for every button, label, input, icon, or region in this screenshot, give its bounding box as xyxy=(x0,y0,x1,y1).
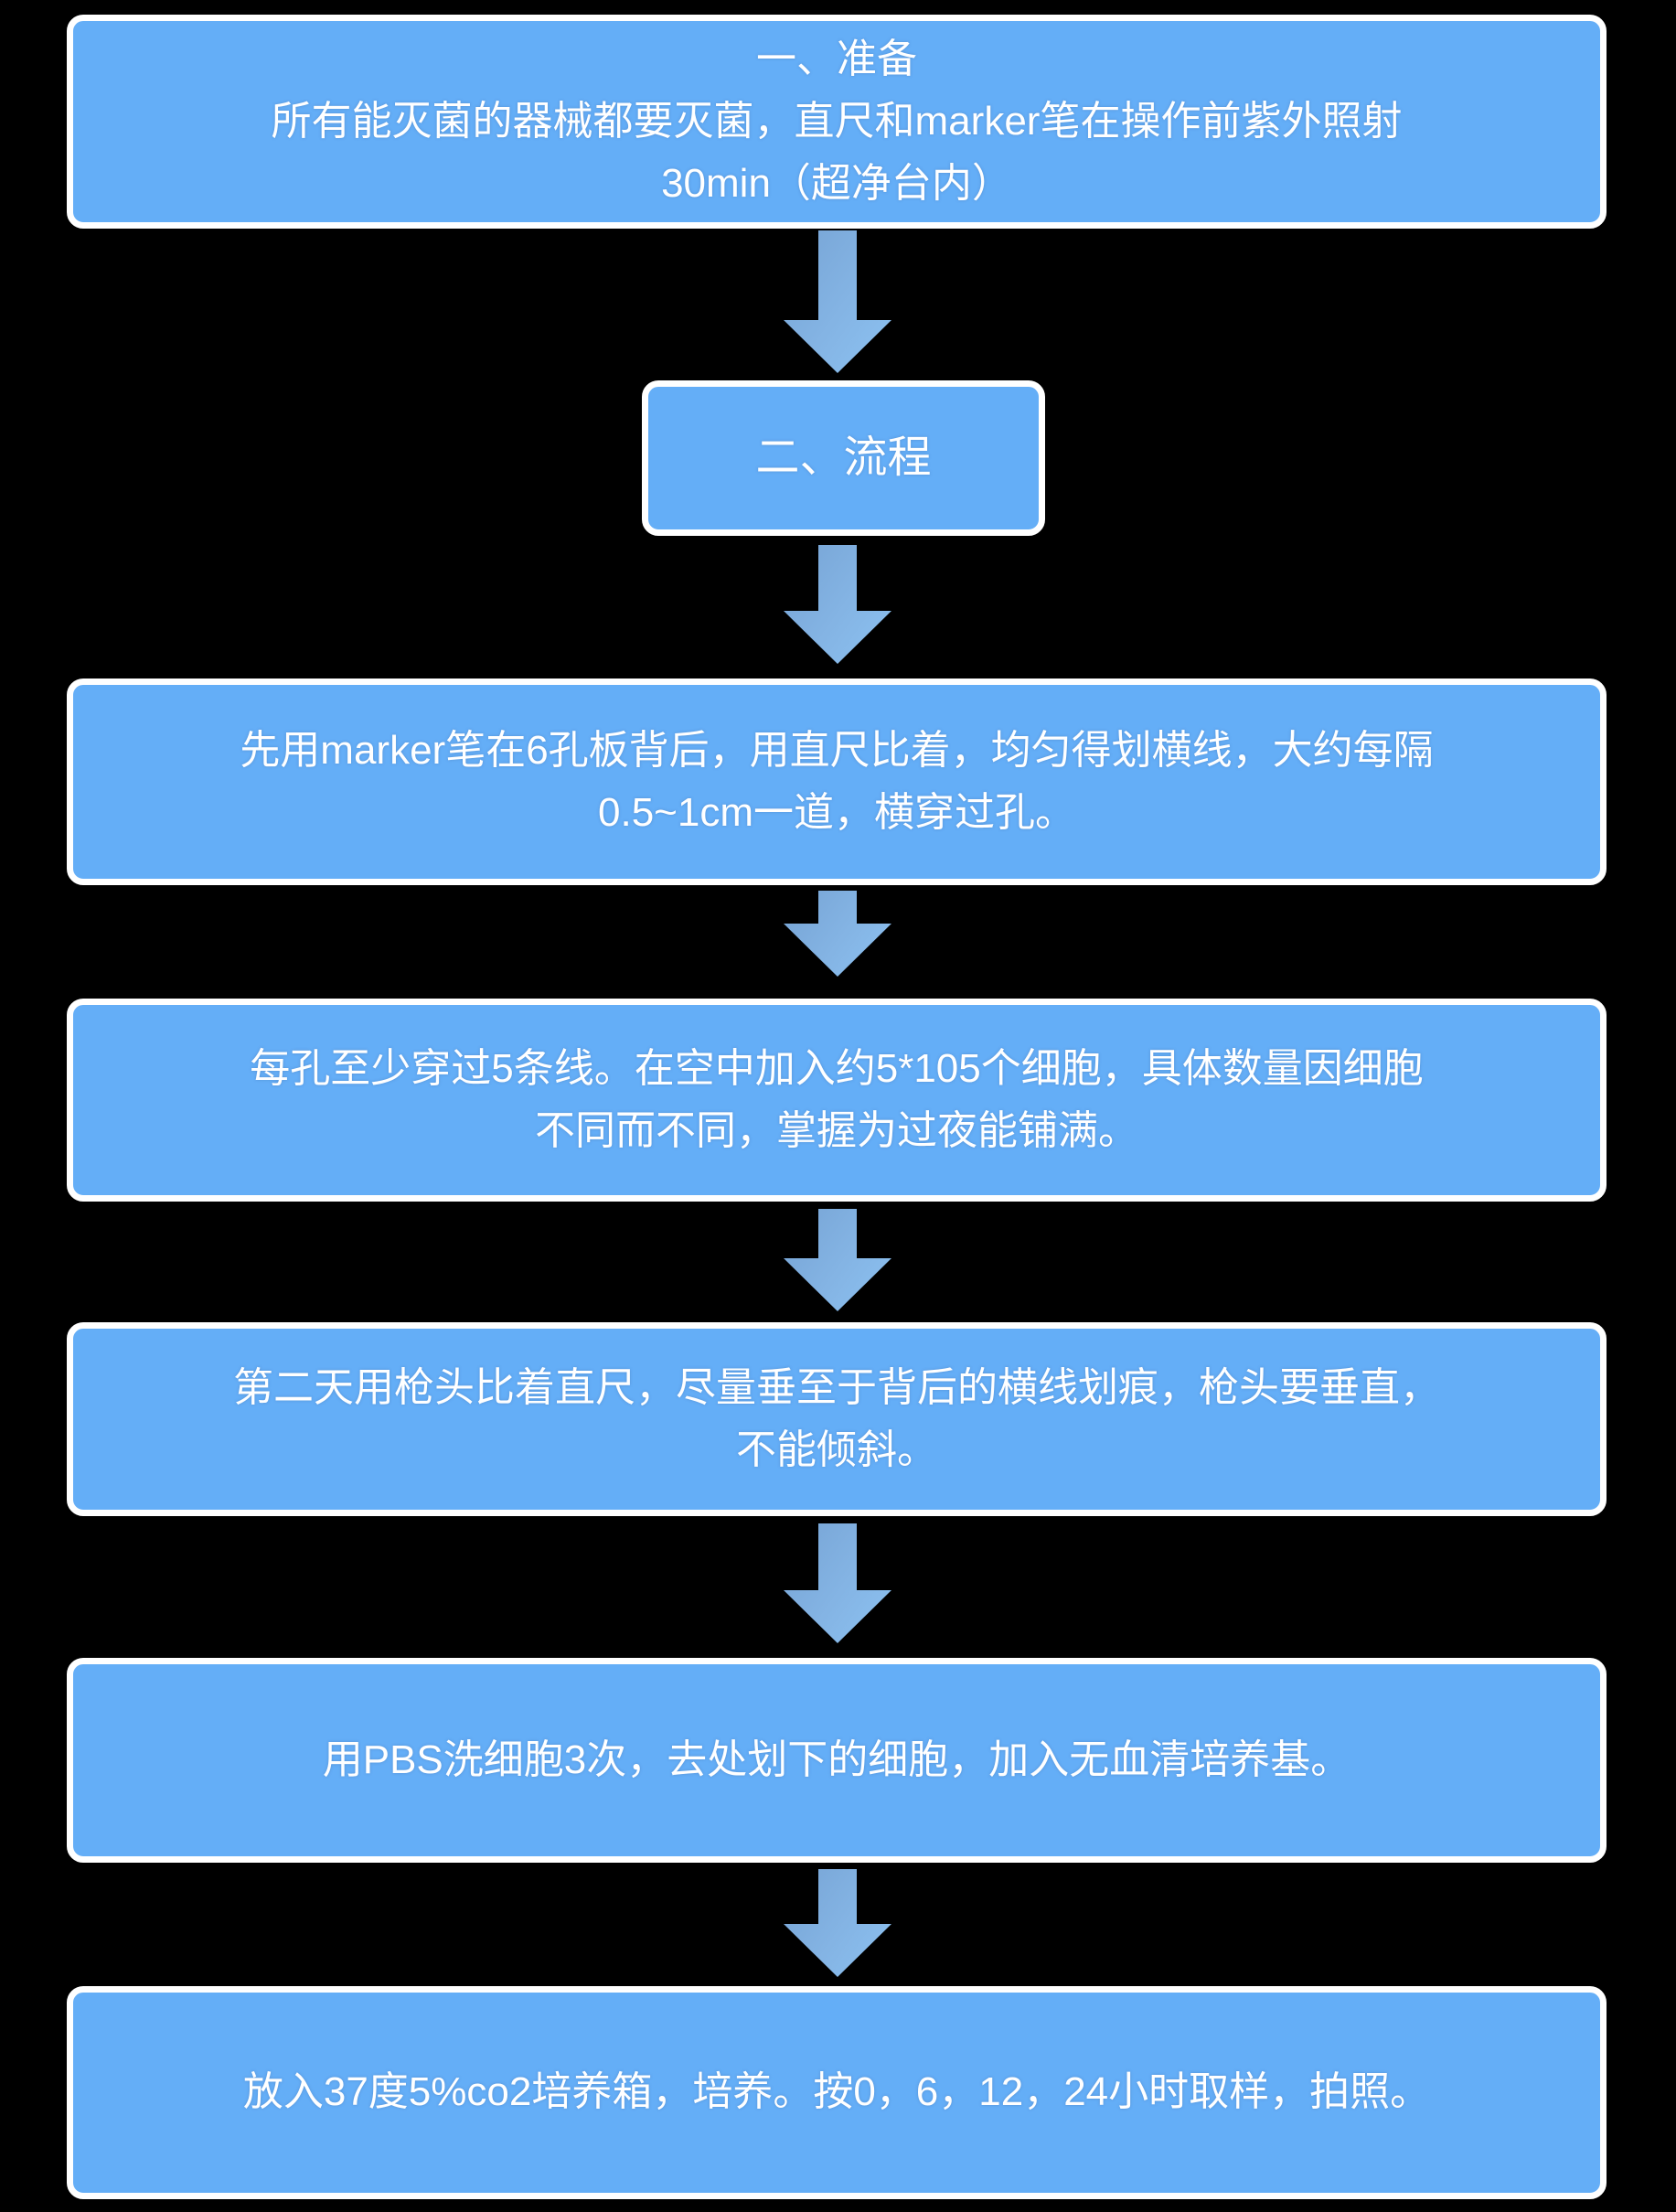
flow-box-draw-lines: 先用marker笔在6孔板背后，用直尺比着，均匀得划横线，大约每隔 0.5~1c… xyxy=(67,679,1607,885)
flow-box-prepare: 一、准备 所有能灭菌的器械都要灭菌，直尺和marker笔在操作前紫外照射 30m… xyxy=(67,15,1607,229)
flow-box-prepare-text: 一、准备 所有能灭菌的器械都要灭菌，直尺和marker笔在操作前紫外照射 30m… xyxy=(271,36,1403,207)
down-arrow-icon xyxy=(784,545,891,664)
flow-box-process-text: 二、流程 xyxy=(755,433,932,482)
flow-box-draw-lines-text: 先用marker笔在6孔板背后，用直尺比着，均匀得划横线，大约每隔 0.5~1c… xyxy=(240,727,1434,835)
flow-box-seed-cells-text: 每孔至少穿过5条线。在空中加入约5*105个细胞，具体数量因细胞 不同而不同，掌… xyxy=(250,1045,1424,1153)
flow-box-wash-text: 用PBS洗细胞3次，去处划下的细胞，加入无血清培养基。 xyxy=(322,1736,1351,1782)
down-arrow-icon xyxy=(784,891,891,977)
flow-box-incubate: 放入37度5%co2培养箱，培养。按0，6，12，24小时取样，拍照。 xyxy=(67,1986,1607,2199)
flow-box-process: 二、流程 xyxy=(642,380,1045,536)
flow-box-incubate-text: 放入37度5%co2培养箱，培养。按0，6，12，24小时取样，拍照。 xyxy=(242,2069,1431,2115)
flow-box-seed-cells: 每孔至少穿过5条线。在空中加入约5*105个细胞，具体数量因细胞 不同而不同，掌… xyxy=(67,999,1607,1202)
down-arrow-icon xyxy=(784,1869,891,1977)
flow-box-scratch: 第二天用枪头比着直尺，尽量垂至于背后的横线划痕，枪头要垂直， 不能倾斜。 xyxy=(67,1322,1607,1516)
down-arrow-icon xyxy=(784,1209,891,1311)
flow-box-scratch-text: 第二天用枪头比着直尺，尽量垂至于背后的横线划痕，枪头要垂直， 不能倾斜。 xyxy=(233,1364,1440,1472)
down-arrow-icon xyxy=(784,1523,891,1643)
down-arrow-icon xyxy=(784,230,891,373)
flow-box-wash: 用PBS洗细胞3次，去处划下的细胞，加入无血清培养基。 xyxy=(67,1658,1607,1863)
